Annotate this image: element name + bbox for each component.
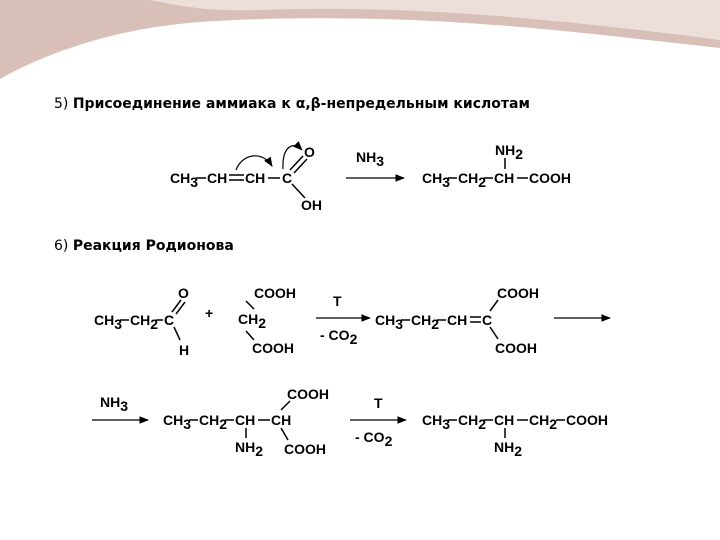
s6-p-ch2-b: CH2	[529, 412, 557, 432]
section6-title: Реакция Родионова	[72, 238, 234, 254]
s5-electron-arrow1	[235, 155, 273, 171]
s6-i1-ch2: CH2	[411, 312, 439, 332]
section5-heading: 5) Присоединение аммиака к α,β-непредель…	[54, 96, 530, 112]
section6-heading: 6) Реакция Родионова	[54, 238, 234, 254]
s5-electron-arrow2	[282, 141, 303, 170]
s5-reagent: NH3	[356, 149, 384, 169]
s6-a-ch-bond	[173, 326, 181, 341]
s5-r-oh: OH	[301, 197, 322, 213]
s6-i2-bond-top	[280, 400, 291, 411]
s6-aldehyde: CH3 CH2 C O H	[94, 285, 189, 358]
s6-i2-top: COOH	[287, 386, 329, 402]
banner-shape-light	[150, 0, 720, 40]
s5-product: CH3 CH2 CH COOH NH2	[422, 142, 571, 190]
s5-r-ch3: CH3	[170, 170, 198, 190]
s6-i1-ch3: CH3	[375, 312, 403, 332]
s6-i2-amino: NH2	[235, 439, 263, 459]
section5-number: 5)	[54, 96, 69, 112]
s6-i2-bottom: COOH	[284, 441, 326, 457]
slide-banner	[0, 0, 720, 81]
s6-cond2-co2: - CO2	[355, 429, 393, 449]
s6-i2-ch-b: CH	[271, 412, 291, 428]
s5-r-co-a	[289, 155, 304, 171]
s6-p-ch2-a: CH2	[458, 412, 486, 432]
s6-a-ch3: CH3	[94, 312, 122, 332]
s5-p-cooh: COOH	[529, 170, 571, 186]
s6-a-c: C	[164, 312, 174, 328]
s6-i2-ch-a: CH	[235, 412, 255, 428]
s6-a-co-b	[175, 301, 186, 315]
s6-m-mid: CH2	[238, 311, 266, 331]
s5-p-ch3: CH3	[422, 170, 450, 190]
s5-r-c: C	[282, 170, 292, 186]
s5-r-ch1: CH	[207, 170, 227, 186]
s6-i1-bond-top	[489, 299, 499, 312]
s6-p-ch: CH	[494, 412, 514, 428]
s6-a-h: H	[179, 342, 189, 358]
s5-r-o: O	[304, 144, 315, 160]
s6-m-bottom: COOH	[252, 340, 294, 356]
s5-r-ch2: CH	[245, 170, 265, 186]
s5-r-co-b	[293, 158, 308, 174]
s6-i2-ch2: CH2	[199, 412, 227, 432]
s6-i2-ch3: CH3	[163, 412, 191, 432]
s6-intermediate2: CH3 CH2 CH CH COOH NH2 COOH	[163, 386, 329, 459]
s6-i1-top: COOH	[497, 285, 539, 301]
s6-malonic-acid: COOH CH2 COOH	[238, 285, 296, 356]
s6-p-ch3: CH3	[422, 412, 450, 432]
s6-a-ch2: CH2	[130, 312, 158, 332]
s6-p-cooh: COOH	[566, 412, 608, 428]
s6-reagent2: NH3	[100, 394, 128, 414]
s6-i1-bottom: COOH	[495, 340, 537, 356]
s6-m-bond-top	[245, 300, 255, 310]
s6-plus: +	[205, 305, 213, 321]
s6-m-top: COOH	[254, 285, 296, 301]
s6-cond1-temp: T	[333, 293, 342, 309]
s6-i2-bond-bottom	[280, 427, 289, 441]
s5-p-ch2: CH2	[458, 170, 486, 190]
section6-number: 6)	[54, 238, 69, 254]
s6-a-o: O	[178, 285, 189, 301]
s5-reactant: CH3 CH CH C O OH	[170, 141, 322, 213]
s6-i1-ch: CH	[447, 312, 467, 328]
s6-m-bond-bottom	[245, 330, 255, 341]
s6-product: CH3 CH2 CH CH2 COOH NH2	[422, 412, 608, 459]
s5-p-ch: CH	[494, 170, 514, 186]
s5-r-c-oh	[291, 183, 306, 199]
s6-i1-c: C	[482, 312, 492, 328]
s6-cond2-temp: T	[374, 395, 383, 411]
section5-title: Присоединение аммиака к α,β-непредельным…	[72, 96, 530, 112]
s6-cond1-co2: - CO2	[320, 327, 358, 347]
s6-intermediate1: CH3 CH2 CH C COOH COOH	[375, 285, 539, 356]
s6-i1-bond-bottom	[489, 326, 499, 340]
s6-a-co-a	[171, 299, 182, 313]
banner-curve	[0, 18, 720, 81]
banner-shape-dark	[0, 0, 720, 80]
s5-p-amino: NH2	[495, 142, 523, 162]
s6-p-amino: NH2	[494, 439, 522, 459]
